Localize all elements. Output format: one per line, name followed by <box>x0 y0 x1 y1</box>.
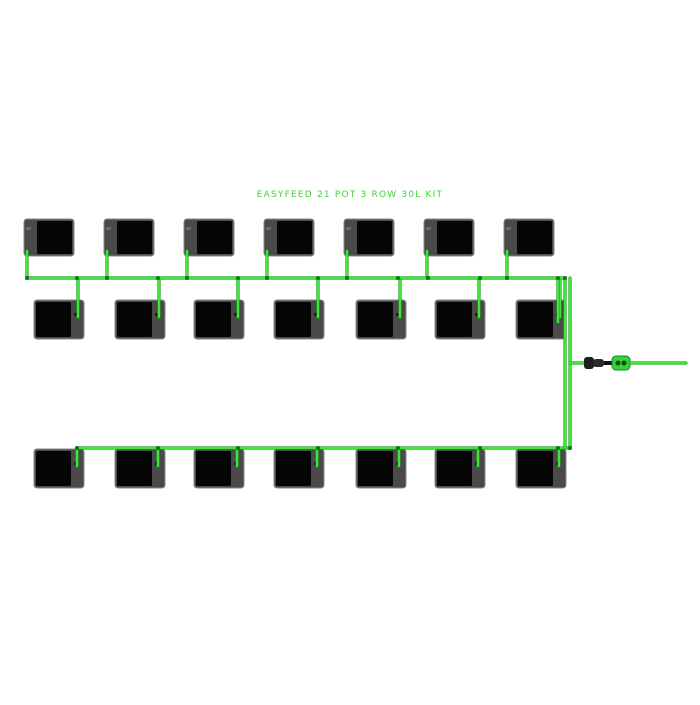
pot-middle-6 <box>434 299 486 340</box>
pipe-joint <box>25 276 29 280</box>
pot-top-3 <box>183 218 235 257</box>
pipe-joint <box>316 446 320 450</box>
pipe-joint <box>563 276 567 280</box>
pot-middle-5 <box>355 299 407 340</box>
pot-middle-2 <box>114 299 166 340</box>
pipe-joint <box>105 276 109 280</box>
pot-middle-4 <box>273 299 325 340</box>
pot-top-6 <box>423 218 475 257</box>
pipe-joint <box>426 276 430 280</box>
pipe-joint <box>396 276 400 280</box>
pot-top-1 <box>23 218 75 257</box>
pipe-joint <box>478 446 482 450</box>
pipe-joint <box>75 276 79 280</box>
pipe-joint <box>345 276 349 280</box>
pot-middle-7 <box>515 299 567 340</box>
pot-bottom-5 <box>355 448 407 489</box>
pipe-joint <box>556 446 560 450</box>
pipe-joint <box>156 446 160 450</box>
pipe-joint <box>556 276 560 280</box>
pot-bottom-7 <box>515 448 567 489</box>
valve-connector-icon <box>584 357 614 369</box>
pot-top-5 <box>343 218 395 257</box>
hose-inlet-icon <box>611 355 631 371</box>
pipe-joint <box>478 276 482 280</box>
pot-bottom-3 <box>193 448 245 489</box>
pot-middle-3 <box>193 299 245 340</box>
pot-bottom-4 <box>273 448 325 489</box>
pipe-joint <box>396 446 400 450</box>
pot-top-2 <box>103 218 155 257</box>
pipe-joint <box>316 276 320 280</box>
pot-bottom-1 <box>33 448 85 489</box>
pot-bottom-2 <box>114 448 166 489</box>
pot-top-7 <box>503 218 555 257</box>
pipe-joint <box>185 276 189 280</box>
kit-title: EASYFEED 21 POT 3 ROW 30L KIT <box>256 190 444 200</box>
pipe-joint <box>156 276 160 280</box>
pot-bottom-6 <box>434 448 486 489</box>
pipe-joint <box>505 276 509 280</box>
pipe-joint <box>568 446 572 450</box>
pipe-joint <box>265 276 269 280</box>
pipe-joint <box>236 446 240 450</box>
pipe-joint <box>75 446 79 450</box>
pot-top-4 <box>263 218 315 257</box>
pipe-joint <box>236 276 240 280</box>
pot-middle-1 <box>33 299 85 340</box>
